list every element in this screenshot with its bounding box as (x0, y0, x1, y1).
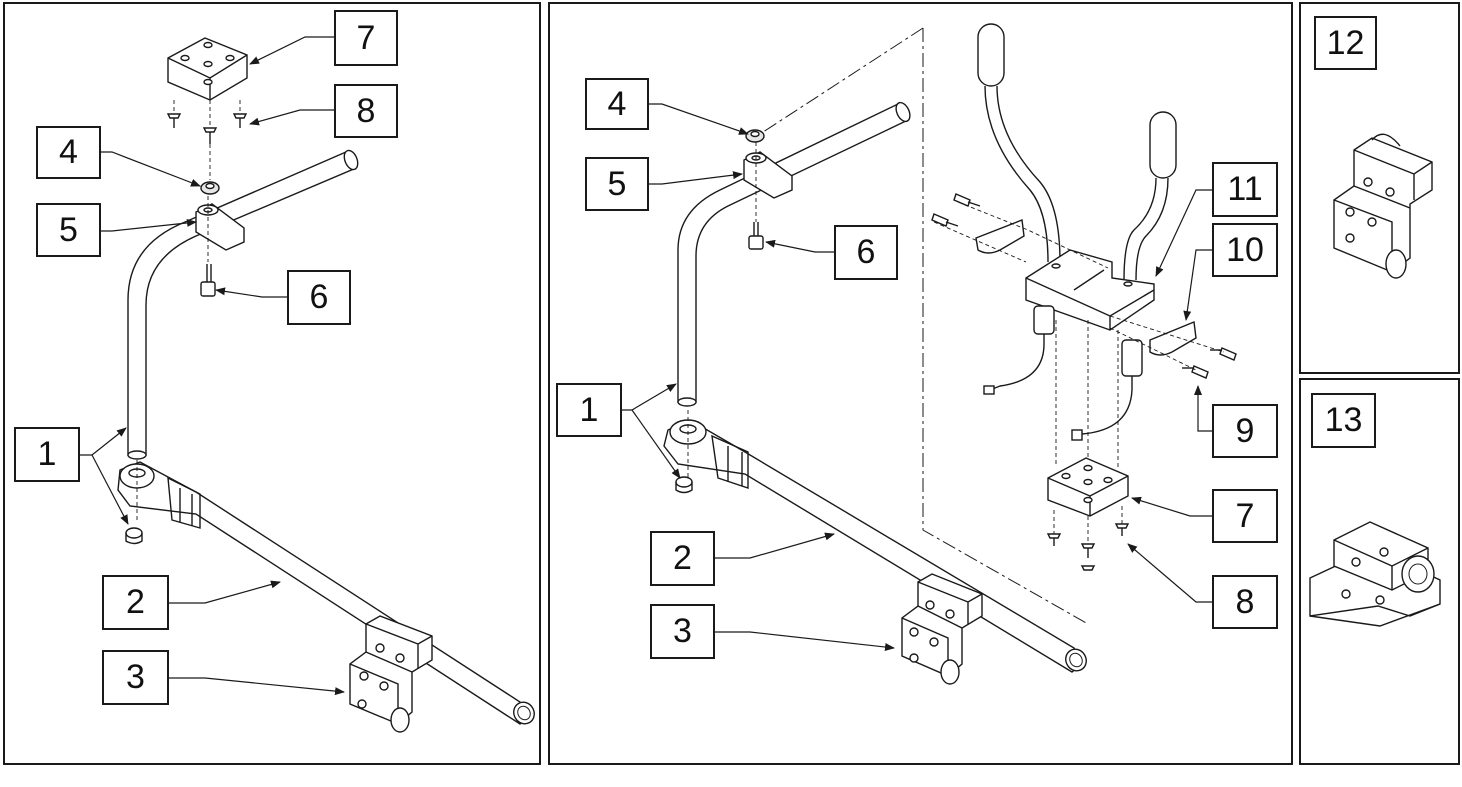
callout-number: 7 (356, 18, 376, 57)
callout-number: 6 (856, 233, 876, 271)
callout-middle-5: 5 (585, 157, 649, 211)
callout-number: 2 (673, 539, 692, 577)
callout-middle-8: 8 (1212, 575, 1278, 629)
callout-middle-9: 9 (1212, 404, 1278, 458)
middle-tube-part1 (677, 101, 911, 407)
middle-screws-part8 (1046, 506, 1130, 571)
callout-number: 13 (1324, 401, 1363, 439)
callout-left-7: 7 (334, 10, 398, 66)
callout-detail-13: 13 (1311, 393, 1376, 448)
callout-number: 6 (309, 278, 329, 316)
callout-left-6: 6 (287, 270, 351, 325)
callout-middle-7: 7 (1212, 489, 1278, 543)
middle-mount-plate-part7 (1047, 320, 1129, 517)
callout-middle-10: 10 (1212, 223, 1278, 277)
callout-number: 11 (1227, 170, 1263, 208)
callout-number: 3 (673, 612, 692, 650)
callout-middle-1: 1 (556, 383, 622, 437)
middle-screw-part6 (748, 222, 764, 250)
left-base-tube-part2 (117, 460, 535, 725)
callout-middle-6: 6 (834, 225, 898, 280)
middle-screws-part9 (931, 193, 1237, 379)
middle-base-tube-part2 (663, 410, 1087, 673)
callout-number: 8 (356, 91, 376, 130)
callout-left-8: 8 (334, 84, 398, 138)
callout-left-3: 3 (102, 650, 169, 705)
callout-middle-11: 11 (1212, 162, 1278, 217)
callout-number: 9 (1235, 411, 1255, 450)
callout-middle-4: 4 (585, 78, 649, 130)
callout-number: 8 (1235, 582, 1255, 621)
left-screws-part8 (166, 100, 248, 144)
callout-number: 10 (1226, 230, 1264, 269)
callout-number: 12 (1326, 23, 1365, 62)
callout-number: 4 (607, 84, 627, 123)
left-bracket-part3 (349, 615, 433, 733)
callout-middle-2: 2 (650, 531, 715, 586)
left-clamp-part5 (195, 196, 245, 262)
middle-controller-handles (977, 23, 1177, 281)
left-tube-part1 (127, 149, 359, 460)
callout-left-1: 1 (14, 427, 80, 482)
middle-assembly-drawing (622, 23, 1237, 685)
middle-controller-bracket-part11 (983, 249, 1155, 441)
callout-number: 4 (59, 133, 78, 171)
callout-number: 3 (126, 658, 145, 696)
callout-left-4: 4 (36, 126, 101, 179)
callout-number: 1 (579, 390, 599, 429)
callout-number: 5 (607, 164, 627, 203)
left-nut-part4 (200, 144, 220, 195)
left-screw-part6 (200, 264, 216, 297)
middle-bracket-part3 (901, 573, 983, 685)
middle-clamp-part5 (743, 142, 793, 222)
callout-left-5: 5 (36, 203, 101, 257)
detail-12-bracket-drawing (1333, 133, 1433, 279)
callout-number: 5 (59, 210, 78, 249)
middle-clamp-halves-part10 (975, 219, 1197, 356)
left-assembly-drawing (80, 36, 535, 733)
callout-left-2: 2 (102, 575, 169, 630)
callout-number: 1 (37, 435, 57, 473)
callout-number: 2 (126, 583, 145, 621)
middle-nut-part4 (745, 129, 765, 143)
callout-middle-3: 3 (650, 604, 715, 659)
callout-number: 7 (1235, 496, 1255, 535)
detail-13-bracket-drawing (1309, 521, 1441, 627)
callout-detail-12: 12 (1314, 16, 1377, 70)
left-mount-plate-part7 (167, 37, 248, 101)
